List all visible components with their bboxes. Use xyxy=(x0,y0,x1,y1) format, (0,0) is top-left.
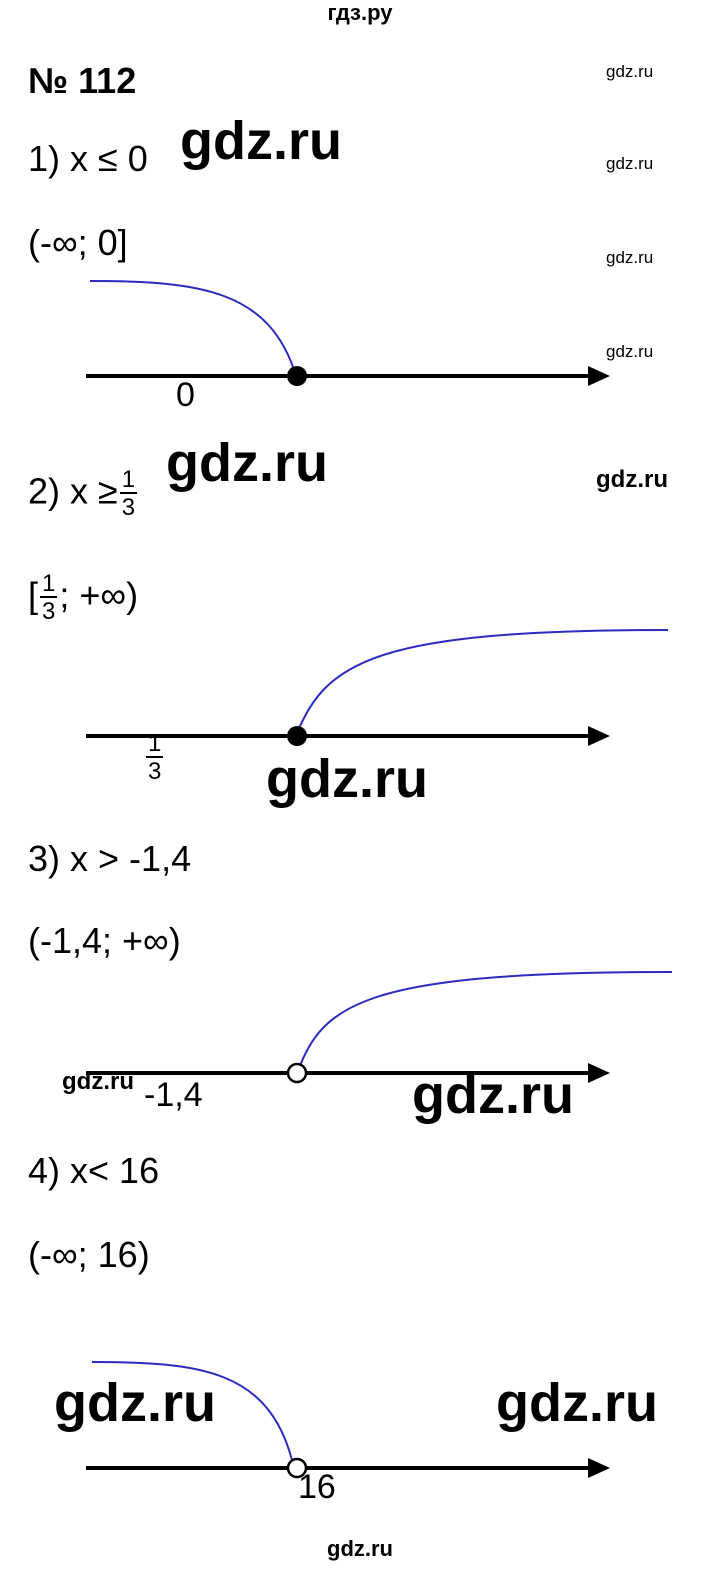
shading-curve xyxy=(295,629,669,737)
item-3-condition: 3) x > -1,4 xyxy=(28,838,191,880)
task-number: № 112 xyxy=(28,60,137,101)
watermark-small: gdz.ru xyxy=(606,62,654,81)
axis-arrow xyxy=(588,1063,610,1083)
watermark-medium: gdz.ru xyxy=(596,466,668,493)
number-line-3 xyxy=(86,971,673,1084)
watermark-large: gdz.ru xyxy=(266,749,428,809)
fraction-denominator: 3 xyxy=(146,756,164,785)
fraction-numerator: 1 xyxy=(42,570,56,597)
item-1-point-label: 0 xyxy=(176,376,195,414)
watermark-large: gdz.ru xyxy=(180,111,342,171)
axis-arrow xyxy=(588,1458,610,1478)
watermark-medium: gdz.ru xyxy=(62,1068,134,1095)
watermark-large: gdz.ru xyxy=(412,1065,574,1125)
axis-arrow xyxy=(588,366,610,386)
fraction-denominator: 3 xyxy=(119,492,138,521)
watermark-small: gdz.ru xyxy=(606,248,654,267)
axis-arrow xyxy=(588,726,610,746)
closed-point xyxy=(287,366,307,386)
watermark-large: gdz.ru xyxy=(496,1373,658,1433)
item-4-inequality: x< 16 xyxy=(70,1150,160,1191)
watermark-large: gdz.ru xyxy=(166,433,328,493)
number-line-2 xyxy=(86,629,669,746)
item-1-condition: 1) x ≤ 0 xyxy=(28,138,148,180)
number-line-1 xyxy=(86,280,610,386)
watermark-large: gdz.ru xyxy=(54,1373,216,1433)
shading-curve xyxy=(299,971,673,1067)
item-1-inequality: x ≤ 0 xyxy=(70,138,148,179)
item-2-index: 2) xyxy=(28,470,61,512)
fraction-numerator: 1 xyxy=(121,466,136,493)
watermark-small: gdz.ru xyxy=(606,342,654,361)
item-3-point-label: -1,4 xyxy=(144,1076,203,1114)
item-4-interval: (-∞; 16) xyxy=(28,1234,150,1275)
item-1-index: 1) xyxy=(28,138,61,179)
interval-bracket-open: [ xyxy=(28,574,39,616)
number-line-4 xyxy=(86,1361,610,1479)
item-1-interval: (-∞; 0] xyxy=(28,222,128,263)
bottom-watermark: gdz.ru xyxy=(327,1536,393,1561)
shading-curve xyxy=(91,1361,293,1461)
interval-rest: ; +∞) xyxy=(59,574,139,616)
top-watermark: гдз.ру xyxy=(327,0,393,25)
item-3-interval: (-1,4; +∞) xyxy=(28,920,181,961)
item-3-inequality: x > -1,4 xyxy=(70,838,192,879)
shading-curve xyxy=(89,280,297,377)
item-4-index: 4) xyxy=(28,1150,61,1191)
item-3-index: 3) xyxy=(28,838,61,879)
open-point xyxy=(286,1457,308,1479)
open-point xyxy=(286,1062,308,1084)
fraction-denominator: 3 xyxy=(40,596,58,625)
closed-point xyxy=(287,726,307,746)
item-4-condition: 4) x< 16 xyxy=(28,1150,159,1192)
watermark-small: gdz.ru xyxy=(606,154,654,173)
item-2-inequality: x ≥ xyxy=(70,470,118,512)
